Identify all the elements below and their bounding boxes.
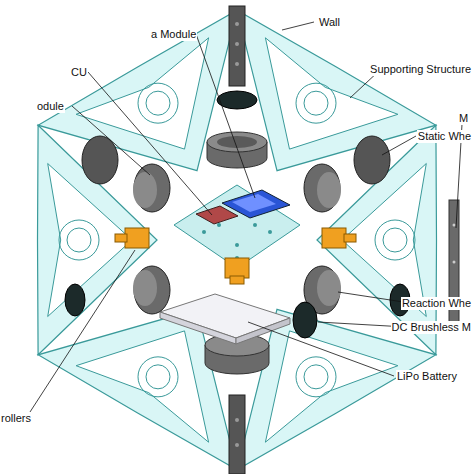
panel-hole (375, 220, 415, 260)
part-label: Supporting Structure (369, 63, 472, 76)
base-plate (174, 185, 300, 268)
part-label: rollers (0, 412, 32, 425)
part-label: LiPo Battery (396, 370, 458, 383)
panel-hole (138, 357, 178, 397)
top-motor (217, 91, 257, 109)
part-label: Static Whe (417, 130, 472, 143)
wall-panel (342, 164, 426, 317)
wall-panel (48, 164, 132, 317)
reaction-wheels (133, 164, 341, 314)
part-label: odule (36, 100, 65, 113)
wall-panel (38, 125, 158, 355)
leader-lines (30, 22, 462, 412)
top-mast (229, 6, 245, 86)
wall-panel (76, 331, 209, 442)
panel-hole (67, 228, 91, 252)
static-wheels (82, 136, 390, 184)
dc-brushless-motors (65, 284, 410, 338)
panel-hole (304, 91, 328, 115)
wall-panel (265, 38, 398, 149)
panel-hole (146, 365, 170, 389)
wall-panel (265, 331, 398, 442)
part-label: Reaction Whe (401, 297, 472, 310)
panel-hole (59, 220, 99, 260)
bottom-mast (229, 395, 245, 474)
wall-panel (76, 38, 209, 149)
panel-hole (138, 83, 178, 123)
panel-hole (383, 228, 407, 252)
part-label: CU (70, 66, 88, 79)
panel-hole (304, 365, 328, 389)
part-label: DC Brushless M (391, 321, 472, 334)
panel-hole (296, 83, 336, 123)
panel-hole (296, 357, 336, 397)
panel-hole (146, 91, 170, 115)
part-label: a Module (150, 28, 197, 41)
part-label: M (458, 112, 469, 125)
mcu-board (196, 206, 238, 224)
part-label: Wall (318, 16, 341, 29)
wall-panel (38, 309, 237, 469)
